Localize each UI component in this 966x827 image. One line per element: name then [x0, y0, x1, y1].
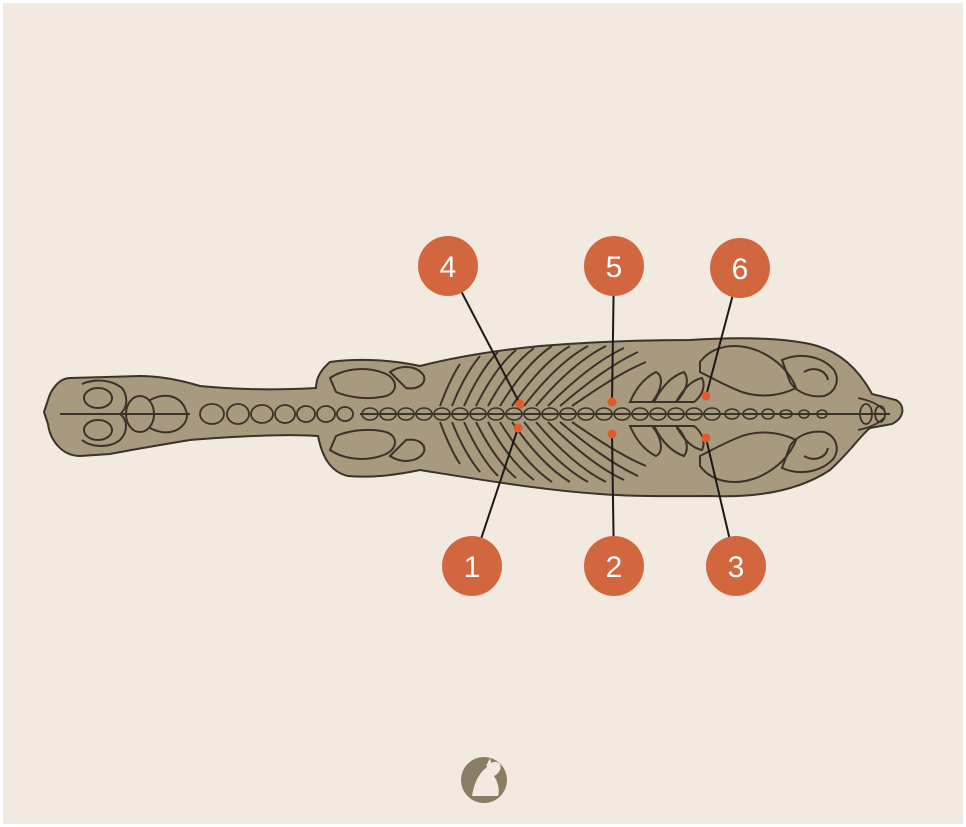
point-dot-5	[608, 398, 617, 407]
marker-label-2: 2	[606, 551, 623, 584]
marker-label-3: 3	[728, 551, 745, 584]
marker-label-1: 1	[464, 551, 481, 584]
point-dot-2	[608, 430, 617, 439]
marker-4[interactable]: 4	[418, 236, 478, 296]
point-dot-6	[702, 392, 711, 401]
marker-3[interactable]: 3	[706, 536, 766, 596]
marker-2[interactable]: 2	[584, 536, 644, 596]
horse-head-logo-icon	[461, 757, 507, 803]
marker-6[interactable]: 6	[710, 238, 770, 298]
marker-1[interactable]: 1	[442, 536, 502, 596]
point-dot-4	[516, 400, 525, 409]
marker-5[interactable]: 5	[584, 236, 644, 296]
point-dot-1	[514, 424, 523, 433]
marker-label-4: 4	[440, 251, 457, 284]
point-dot-3	[702, 434, 711, 443]
marker-label-6: 6	[732, 253, 749, 286]
marker-label-5: 5	[606, 251, 623, 284]
